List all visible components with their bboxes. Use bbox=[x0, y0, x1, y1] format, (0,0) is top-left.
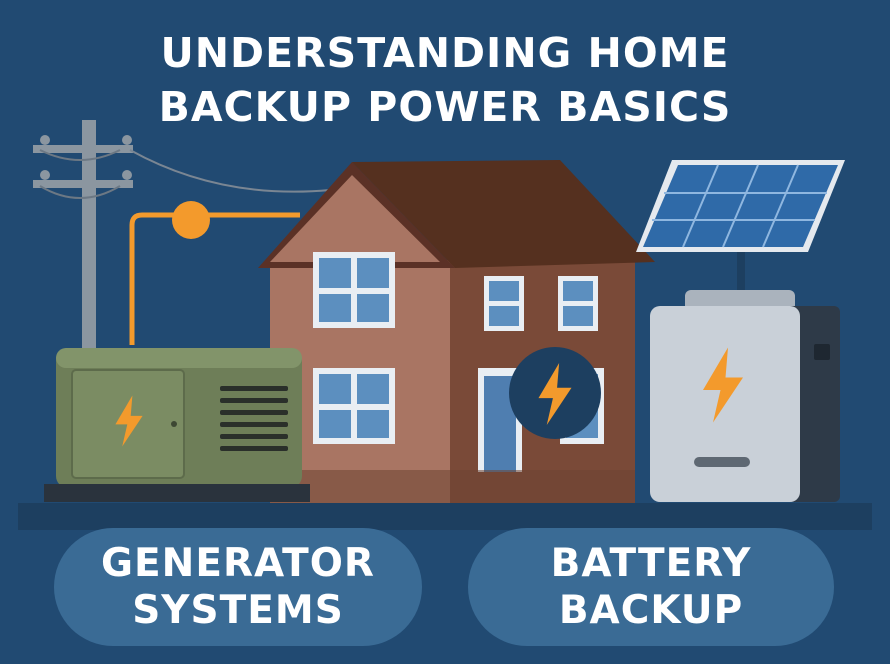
generator-label-line-2: SYSTEMS bbox=[132, 588, 344, 633]
battery-label-line-2: BACKUP bbox=[558, 588, 744, 633]
generator-icon bbox=[44, 348, 310, 502]
ground bbox=[18, 503, 872, 530]
generator-label-line-1: GENERATOR bbox=[101, 541, 375, 586]
battery-icon bbox=[650, 290, 840, 502]
title-line-2: BACKUP POWER BASICS bbox=[158, 83, 732, 131]
generator-systems-label: GENERATOR SYSTEMS bbox=[54, 528, 422, 646]
house-icon bbox=[258, 160, 655, 503]
title-line-1: UNDERSTANDING HOME bbox=[160, 29, 730, 77]
power-line bbox=[129, 201, 300, 345]
battery-label-line-1: BATTERY bbox=[550, 541, 752, 586]
utility-pole-icon bbox=[33, 120, 331, 350]
page-title: UNDERSTANDING HOME BACKUP POWER BASICS bbox=[0, 26, 890, 134]
battery-backup-label: BATTERY BACKUP bbox=[468, 528, 834, 646]
solar-panel-icon bbox=[636, 160, 845, 292]
